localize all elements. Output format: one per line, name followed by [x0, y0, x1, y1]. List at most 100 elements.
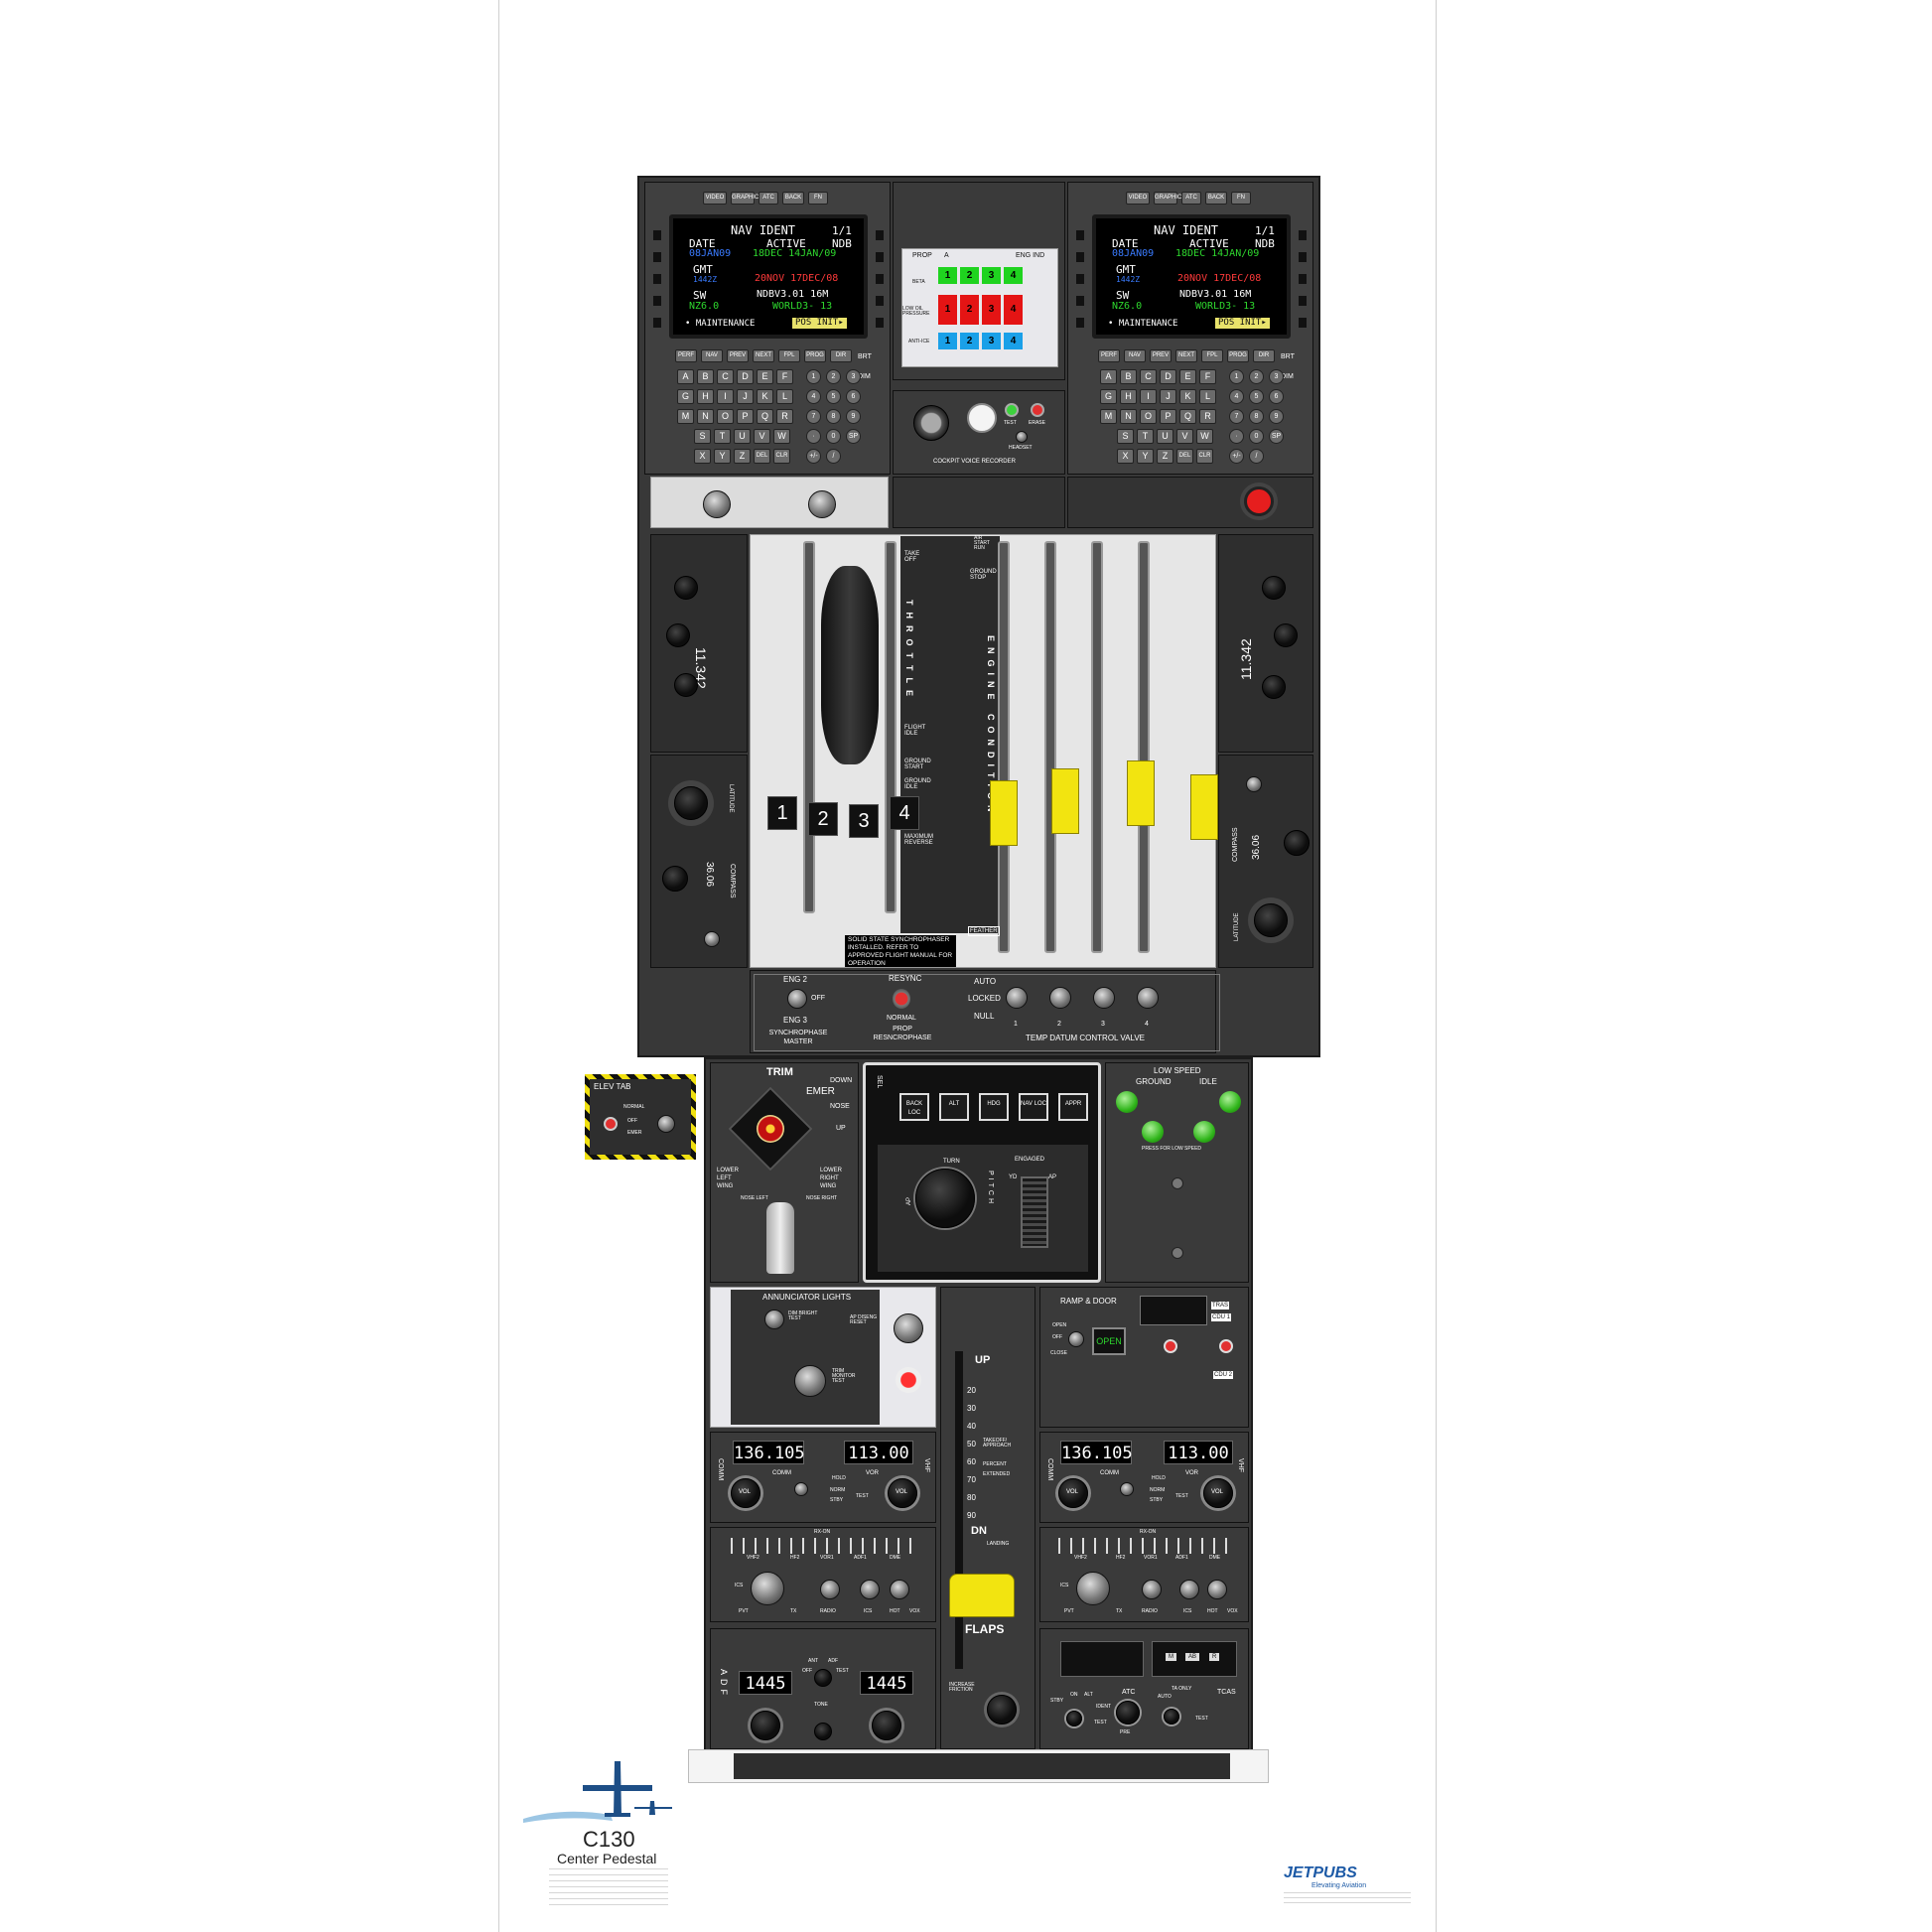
key-m[interactable]: M — [677, 409, 694, 424]
key-r[interactable]: R — [1199, 409, 1216, 424]
key-t[interactable]: T — [714, 429, 731, 444]
latitude-knob-right[interactable] — [1254, 903, 1288, 937]
perf-key[interactable]: PERF — [675, 349, 697, 362]
next-key[interactable]: NEXT — [753, 349, 774, 362]
key-num-2-2[interactable]: 9 — [846, 409, 861, 424]
key-clr[interactable]: CLR — [773, 449, 790, 464]
dim-bright-knob[interactable] — [764, 1310, 784, 1329]
cdu-fn-key[interactable]: FN — [808, 192, 828, 205]
adf-tune-knob-1[interactable] — [751, 1711, 780, 1740]
cdu-fn-key[interactable]: FN — [1231, 192, 1251, 205]
key-l[interactable]: L — [776, 389, 793, 404]
key-z[interactable]: Z — [734, 449, 751, 464]
key-f[interactable]: F — [1199, 369, 1216, 384]
nav-vol-knob[interactable] — [1203, 1478, 1233, 1508]
key-num-4-0[interactable]: +/- — [806, 449, 821, 464]
key-t[interactable]: T — [1137, 429, 1154, 444]
prog-key[interactable]: PROG — [1227, 349, 1249, 362]
key-l[interactable]: L — [1199, 389, 1216, 404]
key-p[interactable]: P — [1160, 409, 1176, 424]
key-num-4-1[interactable]: / — [1249, 449, 1264, 464]
throttle-lever-1[interactable]: 1 — [767, 796, 797, 830]
key-num-3-2[interactable]: SP — [846, 429, 861, 444]
key-w[interactable]: W — [1196, 429, 1213, 444]
hf-knob-left-3[interactable] — [674, 673, 698, 697]
trim-monitor-button[interactable] — [794, 1365, 826, 1397]
hf-knob-right-2[interactable] — [1274, 623, 1298, 647]
key-s[interactable]: S — [1117, 429, 1134, 444]
cdu-video-key[interactable]: VIDEO — [703, 192, 727, 205]
trim-switch-center[interactable] — [757, 1115, 784, 1143]
key-c[interactable]: C — [1140, 369, 1157, 384]
resync-switch[interactable] — [893, 989, 910, 1009]
key-j[interactable]: J — [737, 389, 754, 404]
tdcv-switch-3[interactable] — [1093, 987, 1115, 1009]
key-num-1-2[interactable]: 6 — [846, 389, 861, 404]
key-b[interactable]: B — [697, 369, 714, 384]
cdu-line-select-keys[interactable] — [1076, 230, 1084, 330]
key-e[interactable]: E — [1179, 369, 1196, 384]
key-c[interactable]: C — [717, 369, 734, 384]
throttle-lever-4[interactable]: 4 — [890, 796, 919, 830]
key-w[interactable]: W — [773, 429, 790, 444]
key-num-1-0[interactable]: 4 — [1229, 389, 1244, 404]
next-key[interactable]: NEXT — [1175, 349, 1197, 362]
ramp-guard-1[interactable] — [1164, 1339, 1177, 1353]
radio-knob[interactable] — [1142, 1580, 1162, 1599]
cdu-back-key[interactable]: BACK — [1205, 192, 1227, 205]
cdu-back-key[interactable]: BACK — [782, 192, 804, 205]
key-num-3-2[interactable]: SP — [1269, 429, 1284, 444]
key-b[interactable]: B — [1120, 369, 1137, 384]
ics-knob[interactable] — [860, 1580, 880, 1599]
key-h[interactable]: H — [697, 389, 714, 404]
throttle-lever-2[interactable]: 2 — [808, 802, 838, 836]
ap-reset-button[interactable] — [894, 1313, 923, 1343]
key-p[interactable]: P — [737, 409, 754, 424]
key-num-2-2[interactable]: 9 — [1269, 409, 1284, 424]
key-g[interactable]: G — [1100, 389, 1117, 404]
prev-key[interactable]: PREV — [727, 349, 749, 362]
hf-knob-left-2[interactable] — [666, 623, 690, 647]
key-n[interactable]: N — [1120, 409, 1137, 424]
atc-code-knob[interactable] — [1116, 1701, 1140, 1725]
low-speed-button-3[interactable] — [1193, 1121, 1215, 1143]
key-q[interactable]: Q — [1179, 409, 1196, 424]
elev-tab-knob[interactable] — [657, 1115, 675, 1133]
low-speed-button-2[interactable] — [1142, 1121, 1164, 1143]
prog-key[interactable]: PROG — [804, 349, 826, 362]
rudder-trim-knob[interactable] — [766, 1202, 794, 1274]
audio-toggle-row[interactable] — [731, 1538, 919, 1554]
ramp-guard-2[interactable] — [1219, 1339, 1233, 1353]
comm-tune-knob[interactable] — [1120, 1482, 1134, 1496]
turn-knob[interactable] — [915, 1169, 975, 1228]
cdu-video-key[interactable]: VIDEO — [1126, 192, 1150, 205]
audio-selector-knob[interactable] — [1076, 1572, 1110, 1605]
key-d[interactable]: D — [1160, 369, 1176, 384]
condition-lever-2[interactable] — [1051, 768, 1079, 834]
key-u[interactable]: U — [1157, 429, 1173, 444]
cdu-atc-key[interactable]: ATC — [1181, 192, 1201, 205]
hot-knob[interactable] — [890, 1580, 909, 1599]
key-num-3-1[interactable]: 0 — [826, 429, 841, 444]
key-a[interactable]: A — [1100, 369, 1117, 384]
compass-button-left[interactable] — [704, 931, 720, 947]
perf-key[interactable]: PERF — [1098, 349, 1120, 362]
key-num-0-2[interactable]: 3 — [846, 369, 861, 384]
key-u[interactable]: U — [734, 429, 751, 444]
cdu-graphic-key[interactable]: GRAPHIC — [731, 192, 759, 205]
cvr-headset-jack-knob[interactable] — [913, 405, 949, 441]
key-num-1-1[interactable]: 5 — [1249, 389, 1264, 404]
key-g[interactable]: G — [677, 389, 694, 404]
key-num-4-1[interactable]: / — [826, 449, 841, 464]
key-i[interactable]: I — [717, 389, 734, 404]
left-dimmer-knob[interactable] — [703, 490, 731, 518]
key-num-3-0[interactable]: · — [806, 429, 821, 444]
audio-selector-knob[interactable] — [751, 1572, 784, 1605]
appr-button[interactable]: APPR — [1058, 1093, 1088, 1121]
maintenance-prompt[interactable]: • MAINTENANCE — [685, 319, 756, 329]
key-a[interactable]: A — [677, 369, 694, 384]
key-num-2-0[interactable]: 7 — [806, 409, 821, 424]
key-i[interactable]: I — [1140, 389, 1157, 404]
key-num-2-0[interactable]: 7 — [1229, 409, 1244, 424]
fpl-key[interactable]: FPL — [1201, 349, 1223, 362]
